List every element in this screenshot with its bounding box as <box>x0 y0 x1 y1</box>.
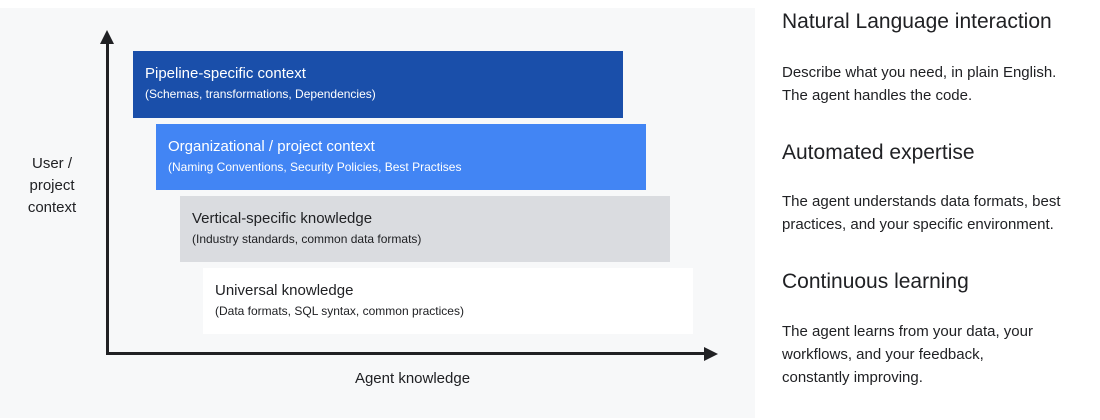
layer-subtitle: (Naming Conventions, Security Policies, … <box>168 160 462 174</box>
layer-organizational-project-context: Organizational / project context (Naming… <box>156 124 646 190</box>
layer-universal-knowledge: Universal knowledge (Data formats, SQL s… <box>203 268 693 334</box>
layer-subtitle: (Industry standards, common data formats… <box>192 232 422 246</box>
layer-title: Universal knowledge <box>215 282 354 299</box>
feature-title-continuous-learning: Continuous learning <box>782 270 969 293</box>
layer-subtitle: (Schemas, transformations, Dependencies) <box>145 87 376 101</box>
layer-title: Pipeline-specific context <box>145 65 306 82</box>
layer-pipeline-specific-context: Pipeline-specific context (Schemas, tran… <box>133 51 623 118</box>
y-axis-arrowhead <box>100 30 114 44</box>
x-axis <box>106 352 706 355</box>
features-panel: Natural Language interaction Describe wh… <box>782 0 1097 420</box>
layer-subtitle: (Data formats, SQL syntax, common practi… <box>215 304 464 318</box>
feature-description-automated-expertise: The agent understands data formats, best… <box>782 193 1061 233</box>
layer-title: Vertical-specific knowledge <box>192 210 373 227</box>
x-axis-arrowhead <box>704 347 718 361</box>
layer-vertical-specific-knowledge: Vertical-specific knowledge (Industry st… <box>180 196 670 262</box>
x-axis-label: Agent knowledge <box>354 370 471 387</box>
feature-title-natural-language: Natural Language interaction <box>782 10 1052 33</box>
feature-description-continuous-learning: The agent learns from your data, your wo… <box>782 323 1033 386</box>
y-axis <box>106 40 109 354</box>
y-axis-label: User / project context <box>27 155 77 216</box>
feature-description-natural-language: Describe what you need, in plain English… <box>782 64 1057 104</box>
layer-title: Organizational / project context <box>168 138 375 155</box>
feature-title-automated-expertise: Automated expertise <box>782 141 975 164</box>
